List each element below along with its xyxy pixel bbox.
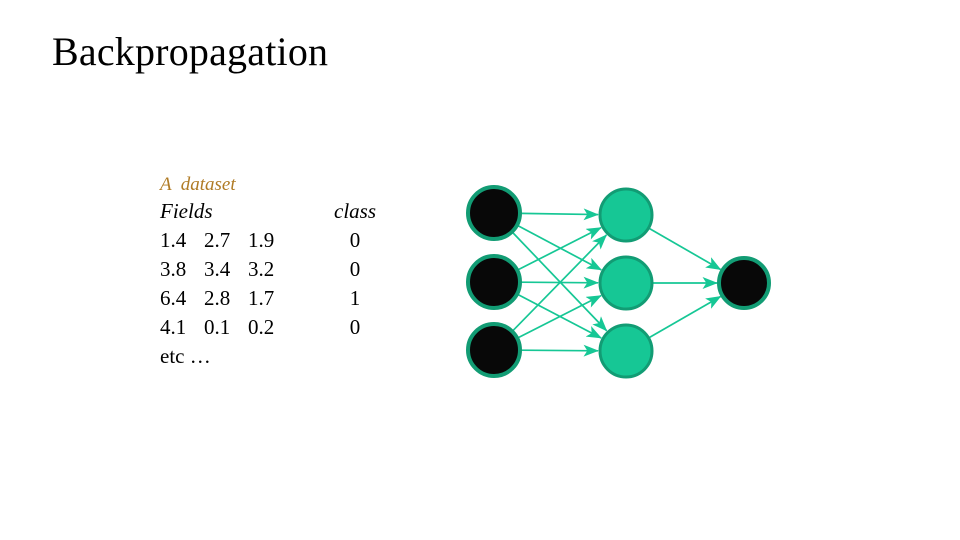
- network-edge: [520, 344, 599, 357]
- cell-class: 0: [349, 257, 361, 281]
- network-node-in-3: [466, 322, 522, 378]
- table-header-row: Fields class: [160, 197, 378, 226]
- cell-field-1: 4.1: [160, 315, 187, 339]
- column-header-spacer: [292, 197, 332, 226]
- table-row: 6.4 2.8 1.7 1: [160, 284, 378, 313]
- dataset-table: Fields class 1.4 2.7 1.9 0 3.8 3.4 3.2: [160, 197, 378, 371]
- network-node-hid-2: [598, 255, 654, 311]
- cell-class: 0: [349, 315, 361, 339]
- network-svg: [466, 185, 771, 379]
- cell-field-2: 2.7: [204, 228, 231, 252]
- cell-field-2: 0.1: [204, 315, 231, 339]
- network-edge: [517, 224, 603, 271]
- table-row: 1.4 2.7 1.9 0: [160, 226, 378, 255]
- network-edge: [520, 208, 599, 221]
- cell-field-3: 3.2: [248, 257, 275, 281]
- dataset-block: A dataset Fields class 1.4 2.7 1.9 0: [160, 172, 390, 371]
- network-edge: [512, 234, 608, 332]
- network-node-hid-1: [598, 187, 654, 243]
- cell-spacer: [292, 226, 332, 255]
- cell-field-2: 3.4: [204, 257, 231, 281]
- cell-field-1: 3.8: [160, 257, 187, 281]
- cell-spacer: [292, 255, 332, 284]
- network-node-out-1: [717, 256, 771, 310]
- column-header-fields: Fields: [160, 199, 213, 223]
- table-row: 3.8 3.4 3.2 0: [160, 255, 378, 284]
- cell-field-2: 2.8: [204, 286, 231, 310]
- dataset-continuation: etc …: [160, 344, 211, 368]
- network-edge: [517, 294, 602, 339]
- table-row-continuation: etc …: [160, 342, 378, 371]
- network-node-hid-3: [598, 323, 654, 379]
- cell-field-1: 1.4: [160, 228, 187, 252]
- network-edge: [517, 226, 602, 271]
- cell-spacer: [292, 313, 332, 342]
- dataset-caption: A dataset: [160, 174, 236, 195]
- network-node-in-1: [466, 185, 522, 241]
- cell-class: 0: [349, 228, 361, 252]
- cell-field-1: 6.4: [160, 286, 187, 310]
- cell-field-3: 0.2: [248, 315, 275, 339]
- network-node-in-2: [466, 254, 522, 310]
- cell-field-3: 1.7: [248, 286, 275, 310]
- network-edges: [512, 208, 722, 357]
- network-nodes: [466, 185, 771, 379]
- cell-field-3: 1.9: [248, 228, 275, 252]
- cell-class: 1: [349, 286, 361, 310]
- table-row: 4.1 0.1 0.2 0: [160, 313, 378, 342]
- network-edge: [648, 295, 722, 339]
- cell-spacer: [292, 284, 332, 313]
- network-edge: [648, 227, 722, 271]
- page-title: Backpropagation: [52, 29, 329, 74]
- neural-network-diagram: [440, 160, 820, 400]
- column-header-class: class: [334, 199, 376, 223]
